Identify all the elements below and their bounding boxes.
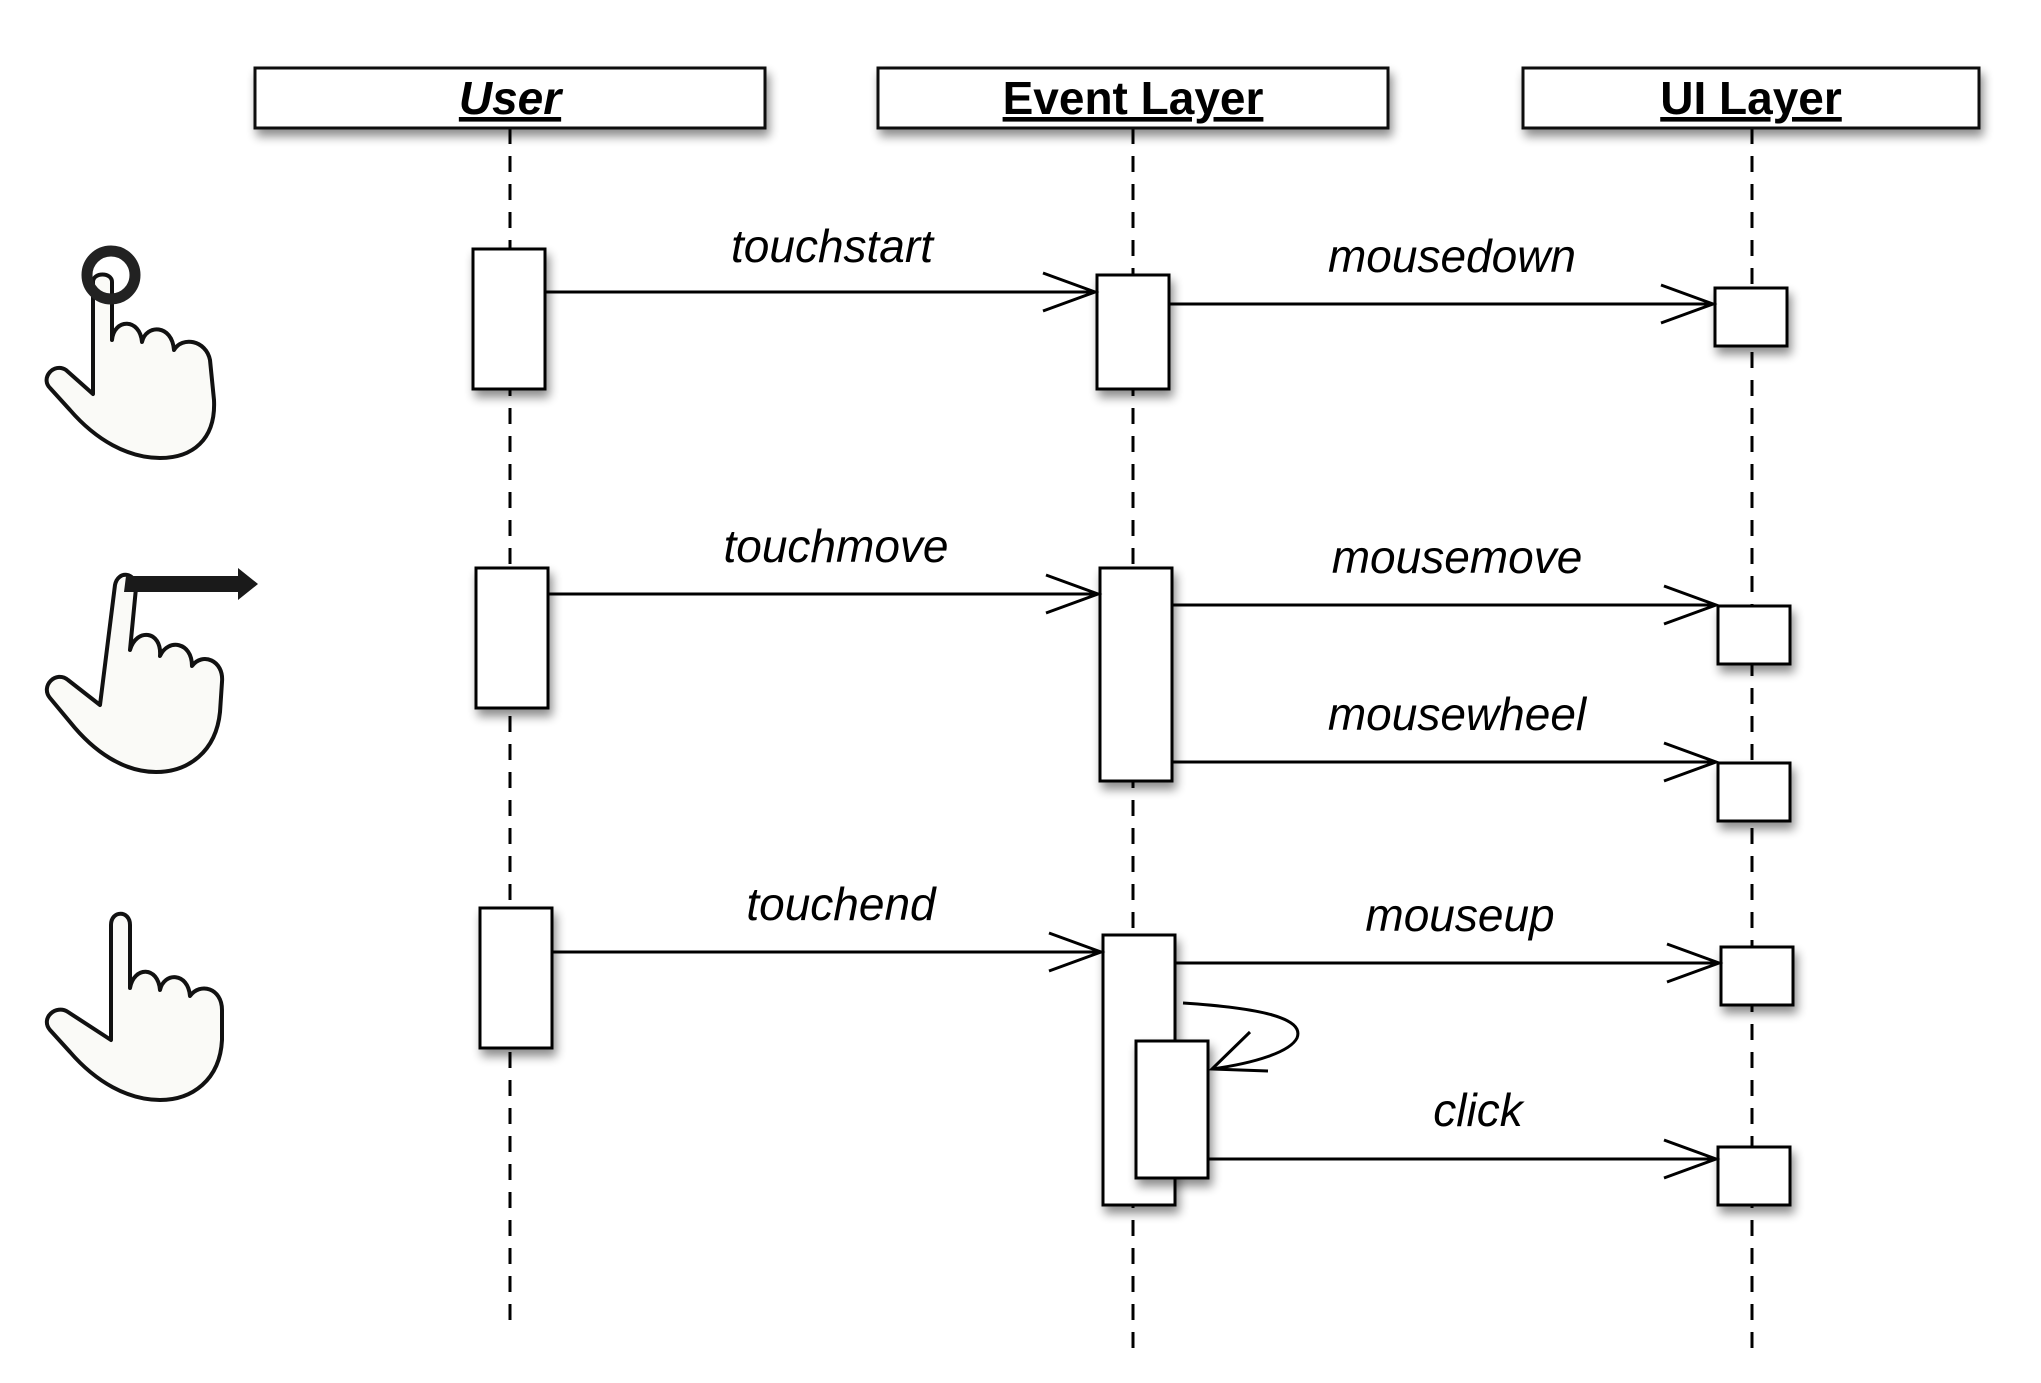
mousemove-arrow: [1172, 584, 1721, 626]
ui-activation-mouseup: [1719, 945, 1795, 1007]
user-activation-touchend: [478, 906, 554, 1050]
ui-activation-mousedown: [1713, 286, 1789, 348]
touchmove-label: touchmove: [723, 520, 948, 572]
mousemove-label: mousemove: [1332, 531, 1583, 583]
event-activation-touchmove: [1098, 566, 1174, 783]
user-header-label: User: [459, 72, 563, 124]
ui-layer-header-label: UI Layer: [1660, 72, 1842, 124]
click-label: click: [1433, 1084, 1524, 1136]
touchend-label: touchend: [746, 878, 937, 930]
touchmove-arrow: [548, 573, 1103, 615]
user-activation-touchstart: [471, 247, 547, 391]
user-activation-touchmove: [474, 566, 550, 710]
click-arrow: [1208, 1138, 1721, 1180]
tap-hand-icon: [44, 245, 217, 460]
touchstart-arrow: [545, 271, 1100, 313]
mouseup-label: mouseup: [1365, 889, 1554, 941]
release-hand-icon: [44, 911, 224, 1102]
ui-layer-header: UI Layer: [1521, 66, 1981, 130]
ui-activation-mousemove: [1716, 604, 1792, 666]
event-activation-touchstart: [1095, 273, 1171, 391]
mousewheel-label: mousewheel: [1328, 688, 1588, 740]
mouseup-arrow: [1175, 942, 1724, 984]
mousewheel-arrow: [1172, 741, 1721, 783]
touchstart-label: touchstart: [731, 220, 935, 272]
ui-activation-mousewheel: [1716, 761, 1792, 823]
event-layer-header: Event Layer: [876, 66, 1390, 130]
event-nested-activation-click: [1134, 1039, 1210, 1180]
ui-activation-click: [1716, 1145, 1792, 1207]
user-header: User: [253, 66, 767, 130]
event-layer-header-label: Event Layer: [1003, 72, 1264, 124]
mousedown-label: mousedown: [1328, 230, 1576, 282]
self-call-arrow: [1182, 1001, 1300, 1073]
mousedown-arrow: [1169, 283, 1718, 325]
swipe-hand-icon: [44, 568, 258, 774]
touchend-arrow: [552, 931, 1106, 973]
